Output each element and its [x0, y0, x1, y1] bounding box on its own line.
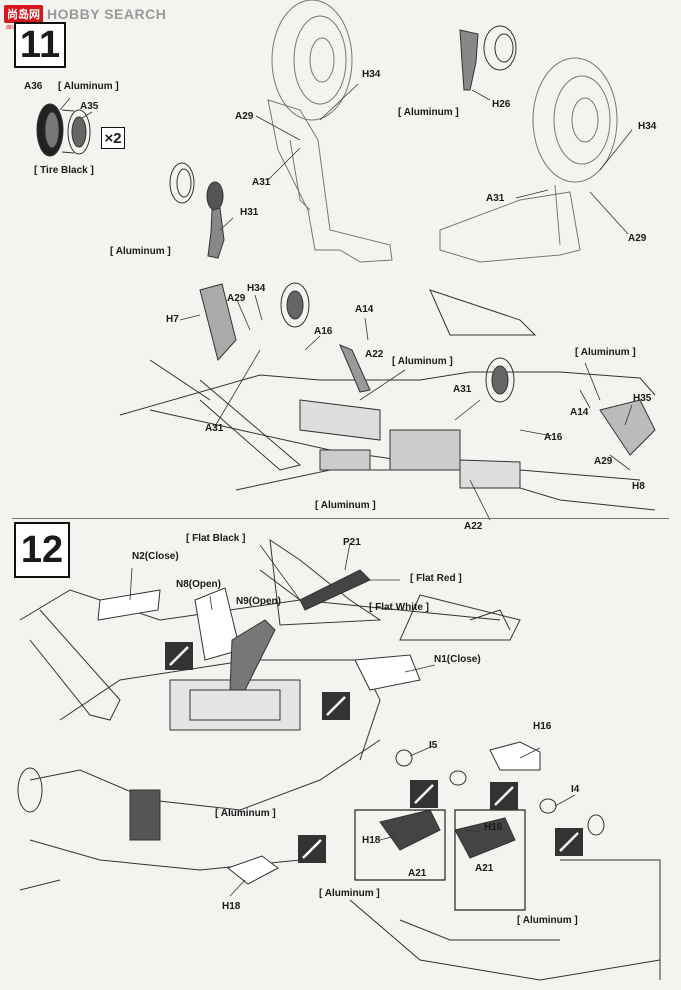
hatch-parts-icon — [226, 741, 661, 981]
watermark-logo: 尚岛网 — [4, 5, 43, 23]
label-a14: A14 — [570, 407, 589, 418]
label-tire-black: [ Tire Black ] — [34, 165, 94, 176]
label-h8: H8 — [632, 481, 645, 492]
label-a31: A31 — [252, 177, 271, 188]
label-h34: H34 — [247, 283, 266, 294]
label-aluminum: [ Aluminum ] — [575, 347, 636, 358]
swap-arrow-icons — [165, 642, 583, 863]
label-h31: H31 — [240, 207, 259, 218]
label-h35: H35 — [633, 393, 652, 404]
label-a36: A36 — [24, 81, 43, 92]
label-n2-close: N2(Close) — [132, 551, 179, 562]
label-aluminum: [ Aluminum ] — [319, 888, 380, 899]
watermark-text: HOBBY SEARCH — [47, 6, 167, 22]
label-a31: A31 — [486, 193, 505, 204]
label-h18: H18 — [222, 901, 241, 912]
label-aluminum: [ Aluminum ] — [398, 107, 459, 118]
gear-h26-icon — [459, 25, 517, 91]
quantity-x2-badge: ×2 — [101, 127, 125, 149]
label-aluminum: [ Aluminum ] — [392, 356, 453, 367]
watermark: 尚岛网 HOBBY SEARCH — [4, 5, 166, 23]
label-a21: A21 — [408, 868, 427, 879]
step-11-number: 11 — [14, 22, 66, 68]
label-aluminum: [ Aluminum ] — [110, 246, 171, 257]
label-a22: A22 — [464, 521, 483, 532]
airframe-step12-icon — [17, 538, 521, 891]
step-divider — [12, 518, 669, 519]
wheel-tire-icon — [36, 103, 91, 157]
label-h34: H34 — [638, 121, 657, 132]
label-aluminum: [ Aluminum ] — [58, 81, 119, 92]
label-i5: I5 — [429, 740, 438, 751]
airframe-step11-icon — [119, 282, 656, 511]
label-n1-close: N1(Close) — [434, 654, 481, 665]
label-a31: A31 — [453, 384, 472, 395]
label-p21: P21 — [343, 537, 361, 548]
label-aluminum: [ Aluminum ] — [517, 915, 578, 926]
label-a35: A35 — [80, 101, 99, 112]
main-gear-left-icon — [267, 0, 393, 263]
label-h16: H16 — [484, 822, 503, 833]
label-a21: A21 — [475, 863, 494, 874]
label-h16: H16 — [533, 721, 552, 732]
label-flat-red: [ Flat Red ] — [410, 573, 462, 584]
label-a16: A16 — [314, 326, 333, 337]
label-a29: A29 — [227, 293, 246, 304]
nose-wheel-icon — [169, 162, 225, 259]
label-flat-white: [ Flat White ] — [369, 602, 429, 613]
main-gear-right-icon — [439, 57, 618, 263]
label-a22: A22 — [365, 349, 384, 360]
label-n9-open: N9(Open) — [236, 596, 281, 607]
label-a16: A16 — [544, 432, 563, 443]
label-a29: A29 — [235, 111, 254, 122]
label-a29: A29 — [594, 456, 613, 467]
label-i4: I4 — [571, 784, 580, 795]
step-12-number: 12 — [14, 522, 70, 578]
label-a29: A29 — [628, 233, 647, 244]
label-flat-black: [ Flat Black ] — [186, 533, 246, 544]
label-h26: H26 — [492, 99, 511, 110]
label-aluminum: [ Aluminum ] — [315, 500, 376, 511]
label-h34: H34 — [362, 69, 381, 80]
label-h18: H18 — [362, 835, 381, 846]
label-aluminum: [ Aluminum ] — [215, 808, 276, 819]
label-a14: A14 — [355, 304, 374, 315]
label-a31: A31 — [205, 423, 224, 434]
label-h7: H7 — [166, 314, 179, 325]
label-n8-open: N8(Open) — [176, 579, 221, 590]
